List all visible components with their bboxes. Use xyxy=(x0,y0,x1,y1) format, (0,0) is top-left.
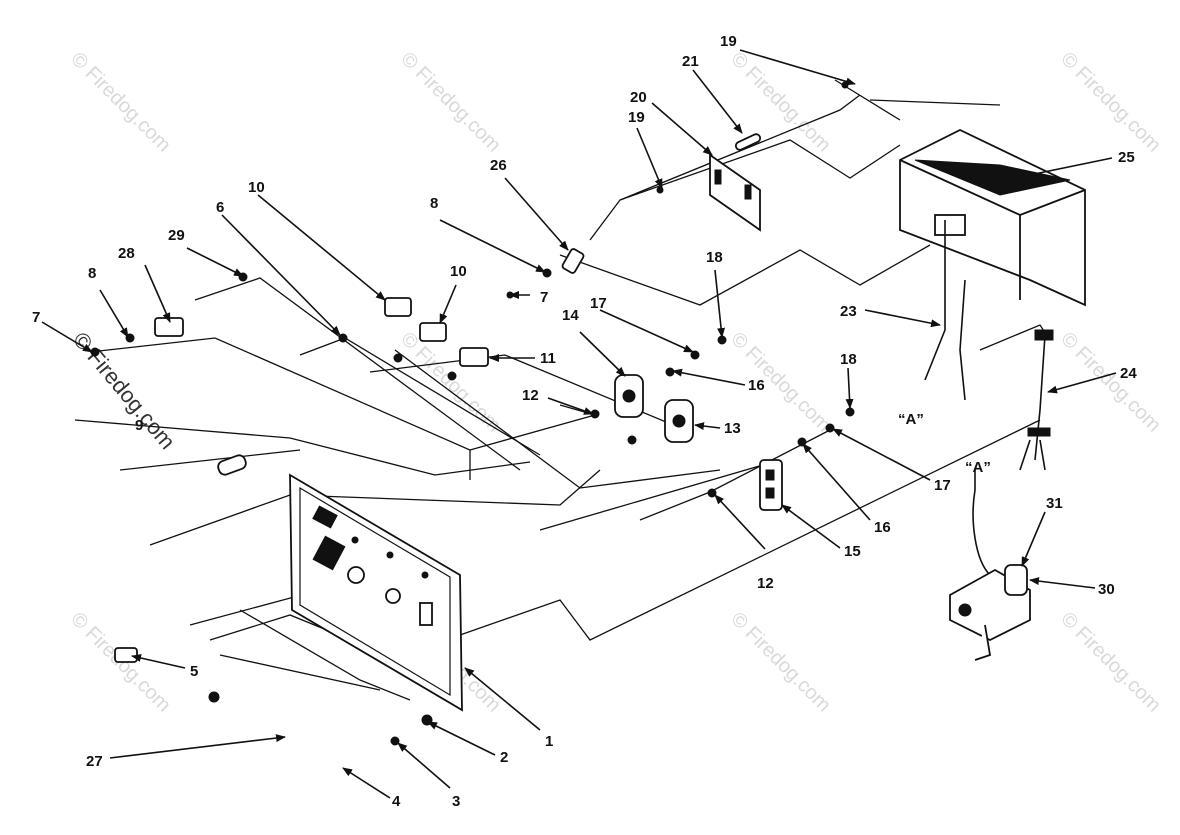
callout-14: 14 xyxy=(562,307,579,324)
rocker-switch-part xyxy=(114,647,138,663)
callout-16a: 16 xyxy=(748,377,765,394)
grommet-part xyxy=(1027,427,1051,437)
watermark: © Firedog.com xyxy=(726,608,835,717)
callout-8a: 8 xyxy=(88,265,96,282)
callout-1: 1 xyxy=(545,733,553,750)
callout-9: 9 xyxy=(135,417,143,434)
receptacle-part xyxy=(664,399,694,443)
callout-31: 31 xyxy=(1046,495,1063,512)
callout-10a: 10 xyxy=(248,179,265,196)
callout-21: 21 xyxy=(682,53,699,70)
callout-28: 28 xyxy=(118,245,135,262)
callout-10b: 10 xyxy=(450,263,467,280)
watermark: © Firedog.com xyxy=(1056,328,1165,437)
callout-12b: 12 xyxy=(757,575,774,592)
callout-23: 23 xyxy=(840,303,857,320)
callout-20: 20 xyxy=(630,89,647,106)
callout-4: 4 xyxy=(392,793,401,810)
callout-15: 15 xyxy=(844,543,861,560)
breaker-part xyxy=(459,347,489,367)
breaker-part xyxy=(384,297,412,317)
callout-13: 13 xyxy=(724,420,741,437)
wiring-harness xyxy=(74,79,1051,701)
hardware-dots xyxy=(90,81,855,746)
housing-part xyxy=(899,128,1086,307)
callout-24: 24 xyxy=(1120,365,1137,382)
fuse-part xyxy=(734,133,762,151)
callout-18a: 18 xyxy=(706,249,723,266)
grommet-part xyxy=(1034,329,1054,341)
callout-30: 30 xyxy=(1098,581,1115,598)
parts xyxy=(90,81,1086,746)
callout-19a: 19 xyxy=(720,33,737,50)
callout-8b: 8 xyxy=(430,195,438,212)
callout-17b: 17 xyxy=(934,477,951,494)
watermark: © Firedog.com xyxy=(66,48,175,157)
harness-bundle-part xyxy=(924,220,966,401)
note-a-lower: “A” xyxy=(965,459,991,476)
watermark: © Firedog.com xyxy=(1056,608,1165,717)
leader-lines xyxy=(41,49,1117,799)
solenoid-part xyxy=(949,489,1031,661)
watermark: © Firedog.com xyxy=(726,328,835,437)
watermark: © Firedog.com xyxy=(68,327,180,454)
circuit-board-part xyxy=(709,153,761,232)
callout-11: 11 xyxy=(540,350,556,367)
harness-bundle-part xyxy=(1019,334,1046,471)
lamp-part xyxy=(217,454,247,476)
watermark: © Firedog.com xyxy=(396,48,505,157)
callout-25: 25 xyxy=(1118,149,1135,166)
callout-5: 5 xyxy=(190,663,198,680)
callout-7b: 7 xyxy=(540,289,548,306)
callout-16b: 16 xyxy=(874,519,891,536)
watermark: © Firedog.com xyxy=(1056,48,1165,157)
callout-29: 29 xyxy=(168,227,185,244)
callout-18b: 18 xyxy=(840,351,857,368)
control-panel-part xyxy=(289,473,463,712)
callout-26: 26 xyxy=(490,157,507,174)
callout-19b: 19 xyxy=(628,109,645,126)
callout-12a: 12 xyxy=(522,387,539,404)
callout-3: 3 xyxy=(452,793,460,810)
callout-7a: 7 xyxy=(32,309,40,326)
callout-labels: 1 2 3 4 5 6 7 7 8 8 9 10 10 11 12 12 13 … xyxy=(32,33,1137,810)
callout-2: 2 xyxy=(500,749,508,766)
note-a-upper: “A” xyxy=(898,411,924,428)
callout-6: 6 xyxy=(216,199,224,216)
callout-27: 27 xyxy=(86,753,103,770)
callout-17a: 17 xyxy=(590,295,607,312)
breaker-part xyxy=(419,322,447,342)
receptacle-part xyxy=(614,374,644,418)
receptacle-part xyxy=(759,459,783,511)
clip-part xyxy=(561,248,585,274)
